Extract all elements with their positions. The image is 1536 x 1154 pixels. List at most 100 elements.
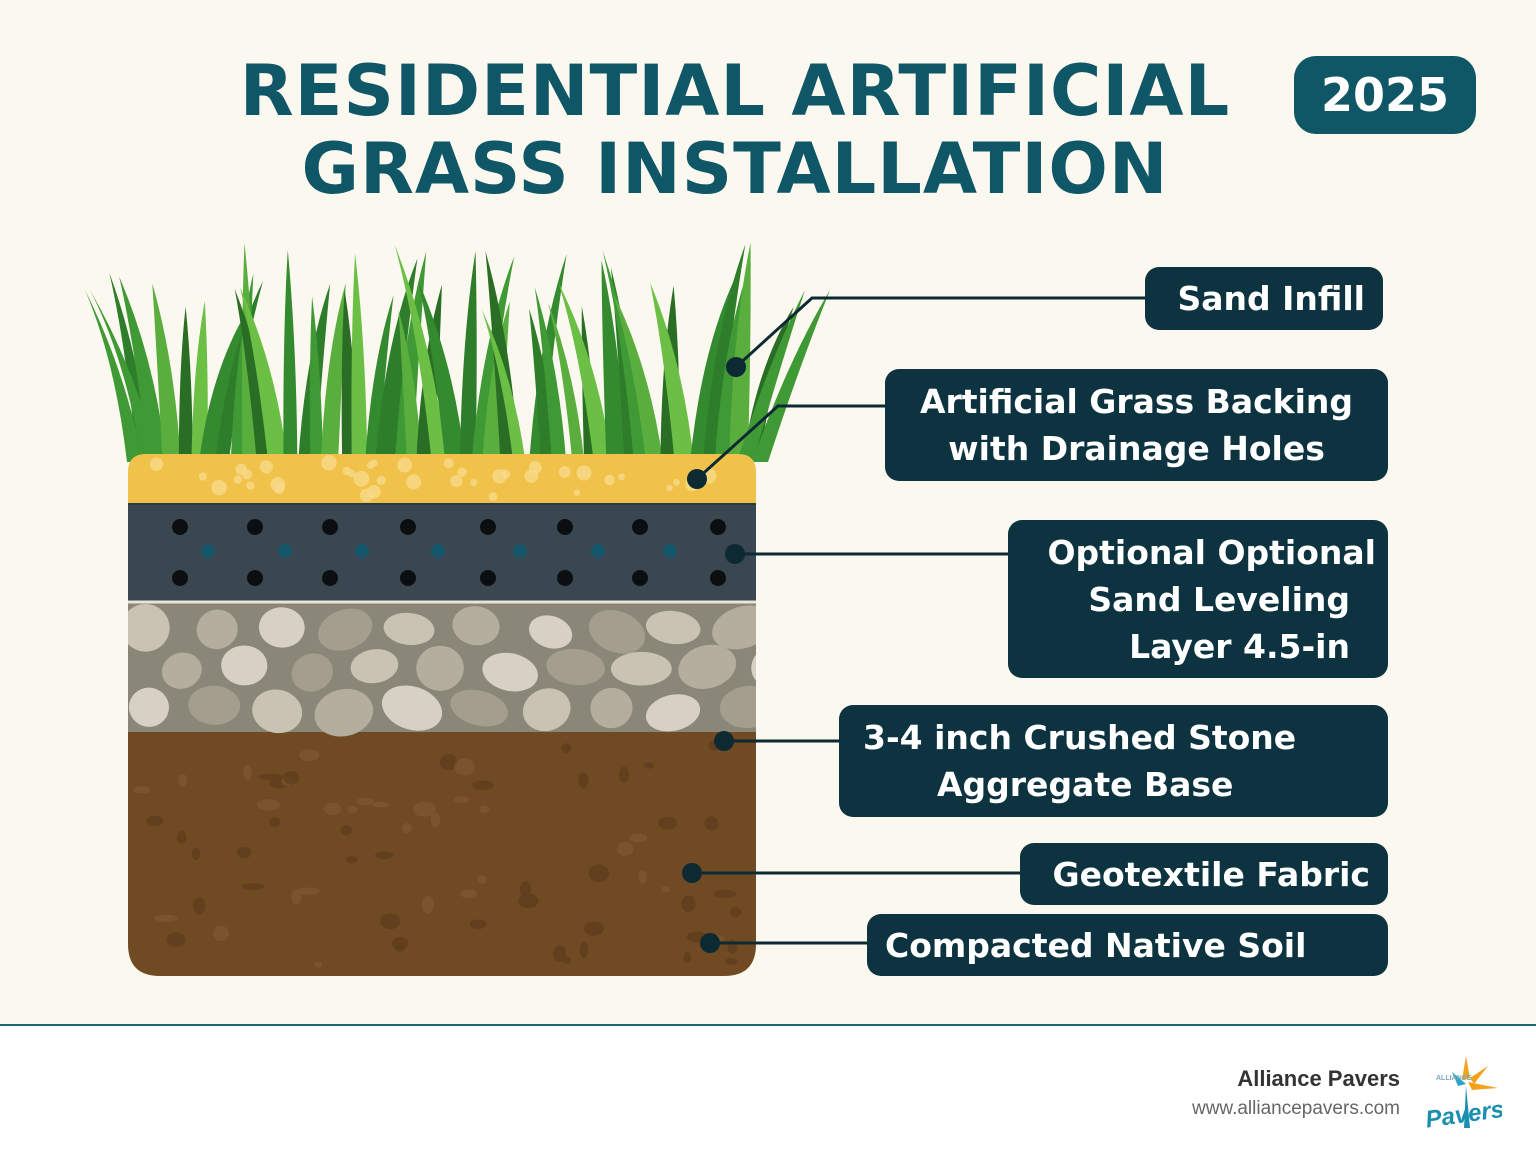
soil-particle (291, 889, 302, 905)
soil-particle (725, 958, 738, 965)
sand-granule (376, 475, 386, 486)
soil-particle (401, 823, 412, 834)
soil-particle (661, 885, 670, 893)
soil-particle (683, 951, 692, 963)
sand-granule (573, 489, 581, 496)
sand-granule (366, 461, 375, 469)
soil-particle (713, 889, 737, 899)
grass-blade (548, 302, 585, 462)
svg-text:Pavers: Pavers (1424, 1096, 1502, 1134)
grass-blade (394, 245, 447, 462)
label-sand-leveling: Optional Optional Sand Leveling Layer 4.… (1008, 520, 1388, 678)
drainage-hole (513, 544, 527, 558)
soil-particle (154, 914, 179, 922)
soil-particle (269, 817, 281, 828)
soil-particle (638, 870, 647, 884)
soil-particle (643, 762, 654, 769)
stone (416, 645, 464, 691)
soil-particle (618, 766, 629, 783)
soil-particle (472, 780, 494, 791)
sand-granule (241, 469, 253, 480)
alliance-pavers-logo-icon[interactable]: ALLIANCE Pavers (1422, 1050, 1502, 1134)
footer (0, 1026, 1536, 1154)
soil-particle (453, 796, 470, 803)
soil-particle (375, 851, 394, 860)
label-sand-leveling-line-2: Sand Leveling (1088, 579, 1350, 619)
sand-granule (528, 461, 542, 474)
company-url[interactable]: www.alliancepavers.com (1191, 1098, 1400, 1119)
soil-particle (347, 805, 358, 814)
sand-granule (576, 465, 592, 481)
grass-blade (398, 310, 422, 462)
grass-blade (90, 290, 158, 462)
label-geotextile-fabric-line-1: Geotextile Fabric (1052, 854, 1371, 894)
grass-blade (558, 282, 612, 462)
native-soil-layer (128, 732, 756, 976)
grass-blade (178, 306, 193, 462)
soil-particle (562, 956, 571, 964)
leader-dot (725, 544, 745, 564)
drainage-hole (480, 570, 496, 586)
sand-granule (457, 467, 467, 477)
stone (610, 651, 672, 686)
grass-blade (239, 287, 288, 462)
grass-blade (85, 290, 143, 462)
stone (645, 694, 701, 732)
grass-blade (601, 260, 626, 462)
soil-particle (241, 883, 265, 891)
soil-particle (299, 749, 320, 762)
soil-particle (704, 816, 719, 831)
grass-blade (351, 253, 368, 462)
grass-blade (729, 242, 751, 462)
soil-particle (583, 921, 604, 936)
grass-blade (471, 256, 515, 462)
drainage-hole (632, 570, 648, 586)
stone (221, 645, 268, 686)
drainage-hole (480, 519, 496, 535)
sand-infill-layer (128, 454, 756, 504)
grass-blade (534, 287, 567, 462)
drainage-hole (710, 519, 726, 535)
stone (350, 649, 399, 684)
grass-blade (309, 296, 323, 462)
grass-blade (375, 258, 418, 462)
sand-granule (618, 473, 626, 481)
grass-blade (152, 283, 181, 462)
stone (482, 652, 538, 692)
drainage-hole (247, 519, 263, 535)
sand-granule (211, 479, 227, 496)
company-name[interactable]: Alliance Pavers (1237, 1066, 1400, 1091)
sand-granule (500, 469, 511, 479)
soil-particle (460, 889, 478, 899)
stone (678, 644, 737, 689)
sand-granule (246, 481, 255, 490)
label-leader-lines (682, 296, 1145, 953)
soil-particle (729, 907, 742, 918)
stone (546, 648, 605, 686)
stone (128, 687, 169, 727)
soil-particle (236, 846, 252, 859)
drainage-hole (400, 570, 416, 586)
soil-particle (345, 856, 358, 864)
stone (318, 608, 373, 651)
leader-line (734, 296, 1145, 369)
soil-particle (146, 815, 164, 826)
stone (383, 612, 435, 646)
label-grass-backing-line-1: Artificial Grass Backing (919, 382, 1354, 421)
soil-particle (132, 786, 151, 794)
soil-particle (191, 847, 201, 861)
soil-particle (454, 758, 475, 776)
drainage-hole (557, 519, 573, 535)
soil-particle (283, 770, 299, 785)
soil-particle (727, 939, 738, 954)
stone (450, 689, 508, 727)
stone (128, 603, 170, 652)
grass-blades (85, 242, 830, 462)
grass-blade (650, 282, 694, 462)
leader-dot (687, 469, 707, 489)
soil-particle (372, 801, 390, 808)
drainage-hole (431, 544, 445, 558)
sand-granule (270, 477, 286, 493)
soil-particle (658, 816, 677, 830)
grass-blade (395, 251, 427, 462)
